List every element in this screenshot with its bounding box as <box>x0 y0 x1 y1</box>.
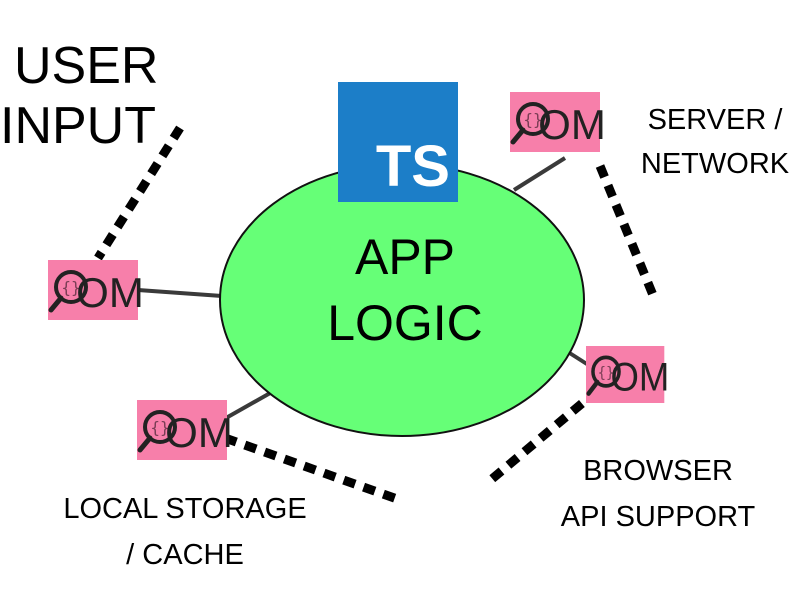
server-line-1: SERVER / <box>647 104 783 136</box>
browser-line-1: BROWSER <box>583 455 733 487</box>
browser-dotted-link <box>483 386 601 488</box>
typescript-logo-text: TS <box>375 134 450 199</box>
adapter-om-top-right <box>510 92 606 152</box>
user-input-label: USER INPUT <box>0 36 200 156</box>
local-storage-label: LOCAL STORAGE / CACHE <box>40 486 330 578</box>
adapter-om-left <box>48 260 144 320</box>
connector-left <box>137 288 223 298</box>
browser-api-label: BROWSER API SUPPORT <box>548 448 768 540</box>
connector-bottom-left <box>225 390 273 420</box>
storage-dotted-link <box>223 433 402 505</box>
storage-line-1: LOCAL STORAGE <box>63 493 307 525</box>
server-network-label: SERVER / NETWORK <box>630 98 800 186</box>
server-dotted-link <box>595 164 660 302</box>
app-logic-line-1: APP <box>354 229 456 285</box>
typescript-logo: TS <box>338 82 458 202</box>
connector-top-right <box>512 156 567 192</box>
user-input-line-1: USER <box>14 37 159 95</box>
user-input-line-2: INPUT <box>0 97 156 155</box>
adapter-om-bottom-left <box>137 400 233 460</box>
app-logic-line-2: LOGIC <box>327 295 483 351</box>
user-input-dotted-link <box>94 125 184 261</box>
server-line-2: NETWORK <box>640 148 790 180</box>
app-logic-label: APP LOGIC <box>300 224 510 356</box>
adapter-om-bottom-right <box>586 346 669 403</box>
storage-line-2: / CACHE <box>126 539 244 571</box>
browser-line-2: API SUPPORT <box>560 501 756 533</box>
